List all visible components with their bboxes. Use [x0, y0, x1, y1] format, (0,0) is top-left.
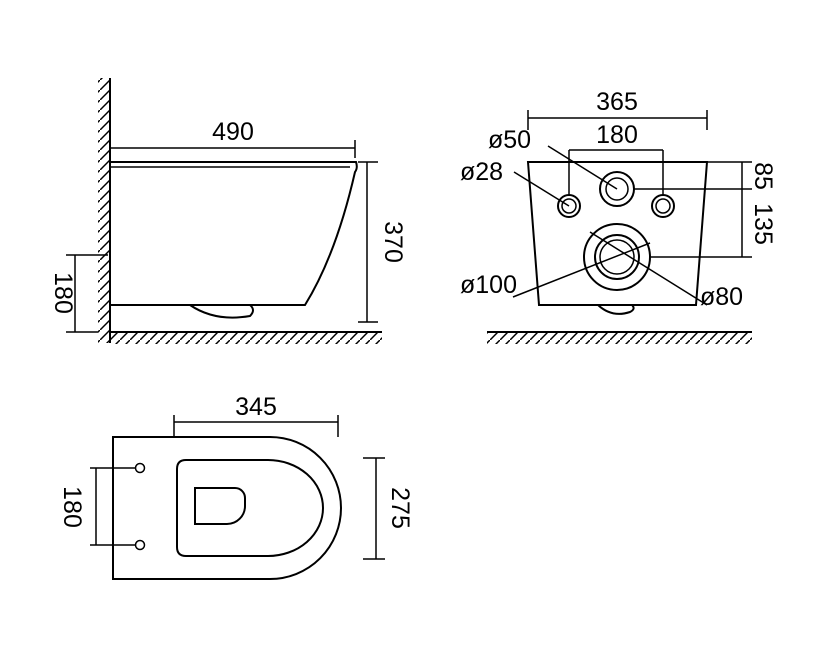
toilet-top-outline: [112, 436, 343, 580]
dim-label-d80: ø80: [700, 283, 743, 311]
top-bolt-hole-upper: [134, 462, 146, 474]
outlet-inner: [594, 234, 640, 280]
dim-label-370: 370: [379, 221, 407, 263]
top-bolt-hole-lower: [134, 539, 146, 551]
toilet-side-outline: [110, 161, 358, 306]
floor-hatch-right: [487, 333, 752, 344]
dim-label-490: 490: [212, 118, 254, 146]
floor-hatch-left: [110, 333, 382, 344]
dim-label-d100: ø100: [460, 271, 517, 299]
leader-28: [513, 171, 570, 207]
toilet-top-bowl: [176, 459, 325, 557]
dim-label-275: 275: [386, 487, 414, 529]
wall-hatch: [98, 78, 109, 343]
dim-label-d28: ø28: [460, 158, 503, 186]
toilet-top-outlet: [194, 487, 246, 525]
leader-80: [589, 231, 708, 306]
rear-view: 365 180 85 135 ø50 ø28 ø100 ø80: [460, 88, 777, 344]
top-view: 345 180 275: [58, 393, 414, 580]
leader-50: [547, 145, 618, 190]
dim-label-85: 85: [749, 162, 777, 190]
dim-label-180-side: 180: [49, 272, 77, 314]
toilet-rear-outline: [526, 161, 709, 306]
dim-label-d50: ø50: [488, 126, 531, 154]
dim-label-135: 135: [749, 203, 777, 245]
dim-label-180-rear: 180: [596, 121, 638, 149]
leader-100: [512, 242, 651, 298]
toilet-rear-outlet-bulge: [597, 304, 635, 315]
dim-label-365: 365: [596, 88, 638, 116]
dim-label-345: 345: [235, 393, 277, 421]
toilet-outlet-bulge: [189, 304, 254, 319]
dim-label-180-top: 180: [58, 486, 86, 528]
side-view: 490 370 180: [49, 78, 407, 344]
